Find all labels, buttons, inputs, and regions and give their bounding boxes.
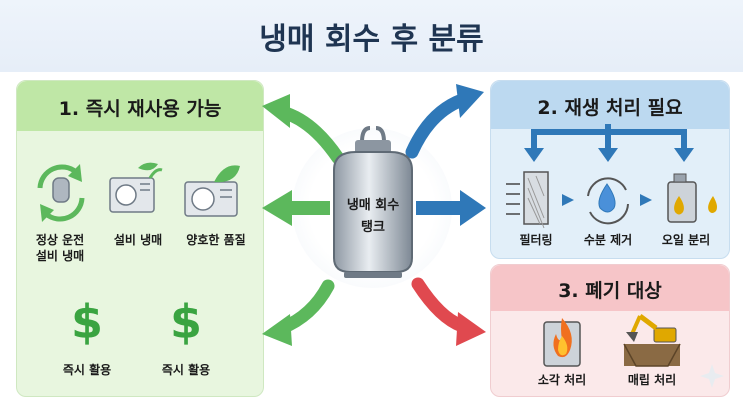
arrow-to-regen-middle	[416, 190, 486, 226]
disposal-panel: 3. 폐기 대상	[490, 264, 730, 397]
recycle-cylinder-icon	[37, 164, 85, 222]
incineration-icon	[543, 318, 581, 367]
reuse-panel-header	[17, 81, 263, 131]
reuse-item-3: 양호한 품질	[186, 233, 246, 247]
reuse-panel: 1. 즉시 재사용 가능	[16, 80, 264, 397]
regen-step-1: 필터링	[519, 233, 553, 247]
reuse-item-1: 정상 운전 설비 냉매	[22, 232, 98, 264]
step-arrow-1	[562, 194, 574, 206]
dollar-icon: $	[71, 295, 103, 349]
reuse-item-2: 설비 냉매	[113, 233, 163, 247]
reuse-panel-title: 1. 즉시 재사용 가능	[58, 98, 222, 120]
excavator-landfill-icon	[623, 314, 681, 367]
disposal-panel-title: 3. 폐기 대상	[558, 280, 662, 302]
header-banner	[0, 0, 743, 72]
dollar-symbol-2: $	[170, 295, 202, 349]
dollar-symbol-1: $	[71, 295, 103, 349]
dollar-icon: $	[170, 295, 202, 349]
reuse-item-1-line1: 정상 운전	[35, 233, 85, 247]
regen-step-2: 수분 제거	[583, 233, 633, 247]
regen-bracket	[524, 124, 694, 162]
step-arrow-2	[640, 194, 652, 206]
page-title: 냉매 회수 후 분류	[259, 22, 484, 57]
regen-panel-title: 2. 재생 처리 필요	[537, 97, 683, 119]
disposal-panel-header	[491, 265, 729, 311]
arrow-to-disposal	[411, 277, 486, 346]
regen-panel: 2. 재생 처리 필요	[490, 80, 730, 259]
reuse-dollar-label-1: 즉시 활용	[62, 363, 112, 377]
regen-step-3: 오일 분리	[661, 233, 711, 247]
refrigerant-tank-icon	[333, 126, 413, 278]
arrow-to-reuse-top	[262, 94, 345, 165]
regen-panel-header	[491, 81, 729, 129]
tank-label-line2: 탱크	[361, 220, 385, 235]
ac-unit-leaf-icon	[184, 165, 240, 217]
disposal-item-2: 매립 처리	[627, 373, 677, 387]
filter-icon	[506, 171, 549, 229]
disposal-item-1: 소각 처리	[537, 373, 587, 387]
water-drop-cycle-icon	[587, 177, 629, 225]
oil-can-icon	[667, 173, 717, 223]
sparkle-icon	[700, 364, 724, 388]
reuse-item-1-line2: 설비 냉매	[35, 249, 85, 263]
ac-unit-icon	[109, 162, 163, 213]
tank-label-line1: 냉매 회수	[346, 198, 400, 213]
arrow-to-reuse-bottom	[262, 279, 335, 346]
reuse-dollar-label-2: 즉시 활용	[161, 363, 211, 377]
arrow-to-reuse-middle	[262, 190, 330, 226]
arrow-to-regen-top	[405, 84, 484, 159]
